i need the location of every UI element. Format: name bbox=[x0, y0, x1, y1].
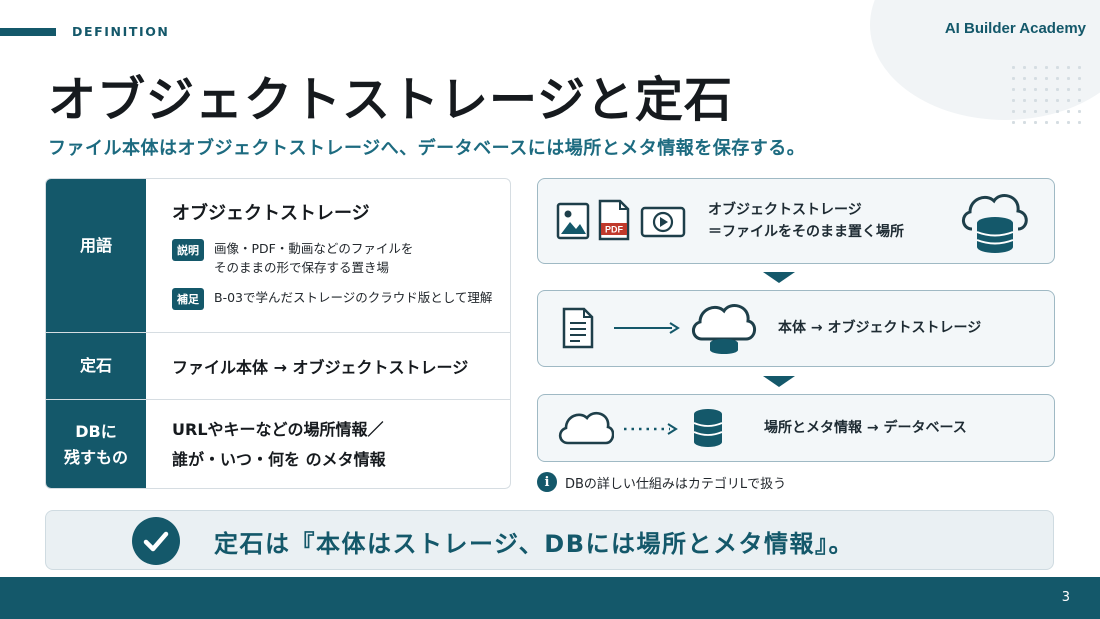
step1-line: オブジェクトストレージ bbox=[708, 202, 862, 218]
database-icon bbox=[693, 409, 723, 447]
step1-text: オブジェクトストレージ ＝ファイルをそのまま置く場所 bbox=[708, 199, 904, 244]
down-arrow-icon bbox=[763, 376, 795, 387]
table-row-db: DBに 残すもの URLやキーなどの場所情報／ 誰が・いつ・何を のメタ情報 bbox=[46, 400, 510, 488]
down-arrow-icon bbox=[763, 272, 795, 283]
section-kicker: DEFINITION bbox=[72, 24, 170, 39]
row-header-db: DBに 残すもの bbox=[46, 400, 146, 488]
kicker-accent-bar bbox=[0, 28, 56, 36]
video-icon bbox=[640, 206, 686, 238]
note-explanation: 説明 画像・PDF・動画などのファイルを そのままの形で保存する置き場 bbox=[172, 239, 510, 278]
note-explanation-line: 画像・PDF・動画などのファイルを bbox=[214, 241, 414, 256]
image-icon bbox=[556, 202, 590, 240]
document-icon bbox=[562, 307, 594, 349]
pdf-label: PDF bbox=[605, 225, 624, 235]
dotted-arrow-icon bbox=[624, 423, 678, 435]
row-header-pattern: 定石 bbox=[46, 333, 146, 399]
conclusion-text: 定石は『本体はストレージ、DBには場所とメタ情報』。 bbox=[214, 530, 855, 558]
step1-line: ＝ファイルをそのまま置く場所 bbox=[708, 224, 904, 241]
slide-subtitle: ファイル本体はオブジェクトストレージへ、データベースには場所とメタ情報を保存する… bbox=[48, 138, 806, 159]
db-content-line: URLやキーなどの場所情報／ bbox=[172, 420, 384, 440]
cloud-storage-icon bbox=[692, 304, 756, 354]
term-title: オブジェクトストレージ bbox=[172, 203, 370, 224]
arrow-right-icon bbox=[614, 322, 680, 334]
table-row-pattern: 定石 ファイル本体 → オブジェクトストレージ bbox=[46, 333, 510, 400]
conclusion-banner: 定石は『本体はストレージ、DBには場所とメタ情報』。 bbox=[45, 510, 1054, 570]
flow-step-body-storage: 本体 → オブジェクトストレージ bbox=[537, 290, 1055, 367]
flow-step-meta-db: 場所とメタ情報 → データベース bbox=[537, 394, 1055, 462]
check-icon bbox=[132, 517, 180, 565]
cloud-database-icon bbox=[962, 194, 1028, 253]
row-header-db-line: 残すもの bbox=[63, 448, 128, 467]
note-supplement-text: B-03で学んだストレージのクラウド版として理解 bbox=[214, 288, 492, 307]
brand-name: AI Builder Academy bbox=[944, 20, 1086, 37]
row-content-db: URLやキーなどの場所情報／ 誰が・いつ・何を のメタ情報 bbox=[146, 400, 510, 488]
badge-supplement: 補足 bbox=[172, 287, 204, 310]
row-header-term: 用語 bbox=[46, 179, 146, 332]
step2-text: 本体 → オブジェクトストレージ bbox=[778, 320, 982, 336]
table-row-term: 用語 オブジェクトストレージ 説明 画像・PDF・動画などのファイルを そのまま… bbox=[46, 179, 510, 333]
dot-pattern-decoration bbox=[1008, 62, 1088, 124]
footnote-text: DBの詳しい仕組みはカテゴリLで扱う bbox=[565, 476, 787, 492]
note-supplement-line: B-03で学んだストレージのクラウド版として理解 bbox=[214, 289, 493, 305]
pdf-icon: PDF bbox=[598, 199, 630, 241]
row-header-db-line: DBに bbox=[75, 422, 117, 442]
slide-title: オブジェクトストレージと定石 bbox=[48, 72, 734, 128]
db-content-line: 誰が・いつ・何を のメタ情報 bbox=[172, 450, 386, 469]
flow-step-object-storage: PDF オブジェクトストレージ ＝ファイルをそのまま置く場所 bbox=[537, 178, 1055, 264]
cloud-icon bbox=[558, 411, 614, 445]
note-explanation-text: 画像・PDF・動画などのファイルを そのままの形で保存する置き場 bbox=[214, 239, 413, 278]
note-supplement: 補足 B-03で学んだストレージのクラウド版として理解 bbox=[172, 287, 510, 310]
pattern-text: ファイル本体 → オブジェクトストレージ bbox=[172, 358, 469, 377]
row-content-term: オブジェクトストレージ 説明 画像・PDF・動画などのファイルを そのままの形で… bbox=[146, 179, 510, 332]
page-number: 3 bbox=[1061, 590, 1070, 605]
badge-explanation: 説明 bbox=[172, 239, 204, 261]
term-table: 用語 オブジェクトストレージ 説明 画像・PDF・動画などのファイルを そのまま… bbox=[45, 178, 511, 489]
footnote: i DBの詳しい仕組みはカテゴリLで扱う bbox=[537, 472, 786, 492]
info-icon: i bbox=[537, 472, 557, 492]
note-explanation-line: そのままの形で保存する置き場 bbox=[214, 260, 390, 276]
row-content-pattern: ファイル本体 → オブジェクトストレージ bbox=[146, 333, 510, 399]
footer-bar: 3 bbox=[0, 577, 1100, 619]
step3-text: 場所とメタ情報 → データベース bbox=[764, 420, 967, 436]
